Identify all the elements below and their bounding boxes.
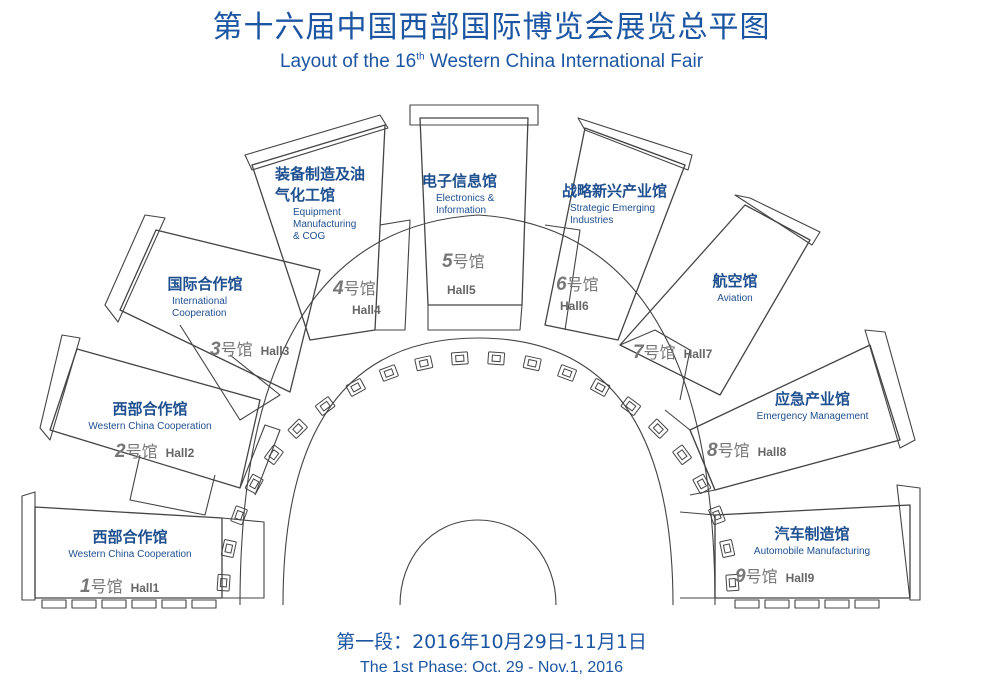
hall-5-building — [409, 104, 539, 331]
page-subtitle: Layout of the 16th Western China Interna… — [279, 51, 704, 72]
hall-6-hall: Hall6 — [560, 299, 589, 313]
hall-4-building — [244, 114, 411, 341]
booth-22 — [725, 573, 740, 592]
hall-4-number: 4号馆 — [333, 278, 376, 299]
booth-11 — [450, 351, 469, 366]
booth-21 — [719, 539, 736, 558]
hall-6-label: 战略新兴产业馆 Strategic Emerging Industries — [562, 182, 668, 226]
central-dome — [399, 519, 557, 606]
hall-4-label: 装备制造及油气化工馆 Equipment Manufacturing & COG — [275, 165, 366, 242]
booth-2 — [220, 539, 237, 558]
booth-16 — [620, 396, 641, 416]
hall-1-building — [21, 491, 265, 609]
hall-2-building — [39, 334, 281, 516]
booth-4 — [244, 473, 264, 494]
booth-ring — [216, 351, 740, 592]
page-title: 第十六届中国西部国际博览会展览总平图 — [212, 10, 771, 45]
hall-9-label: 汽车制造馆 Automobile Manufacturing — [753, 525, 871, 557]
hall-3-label: 国际合作馆 International Cooperation — [167, 275, 243, 319]
booth-20 — [708, 505, 726, 526]
hall-8-label: 应急产业馆 Emergency Management — [756, 390, 869, 422]
hall-4-hall: Hall4 — [352, 303, 381, 317]
phase-dates-cn: 第一段：2016年10月29日-11月1日 — [336, 631, 647, 653]
booth-12 — [487, 351, 506, 366]
hall-6-building — [544, 117, 693, 341]
booth-9 — [379, 364, 399, 382]
inner-concourse-arc — [282, 337, 674, 606]
outer-ring-arc — [239, 214, 716, 606]
booth-13 — [522, 355, 542, 372]
booth-10 — [414, 355, 434, 372]
booth-19 — [692, 473, 712, 494]
booth-18 — [672, 444, 692, 465]
booth-8 — [345, 378, 366, 397]
hall-1-label: 西部合作馆 Western China Cooperation — [68, 528, 192, 560]
booth-3 — [230, 505, 248, 526]
hall-7-building — [619, 194, 821, 401]
hall-5-label: 电子信息馆 Electronics & Information — [422, 172, 498, 216]
booth-5 — [264, 444, 284, 465]
hall-6-number: 6号馆 — [556, 274, 599, 295]
booth-15 — [590, 378, 611, 397]
phase-dates-en: The 1st Phase: Oct. 29 - Nov.1, 2016 — [360, 659, 623, 676]
hall-7-label: 航空馆 Aviation — [712, 272, 758, 304]
hall-5-hall: Hall5 — [447, 283, 476, 297]
hall-5-number: 5号馆 — [442, 251, 485, 272]
booth-17 — [648, 418, 669, 439]
hall-9-building — [679, 484, 921, 609]
booth-1 — [216, 573, 231, 592]
booth-7 — [315, 396, 336, 416]
hall-3-building — [104, 214, 321, 421]
booth-14 — [557, 364, 577, 382]
hall-2-label: 西部合作馆 Western China Cooperation — [88, 400, 212, 432]
booth-6 — [287, 418, 308, 439]
